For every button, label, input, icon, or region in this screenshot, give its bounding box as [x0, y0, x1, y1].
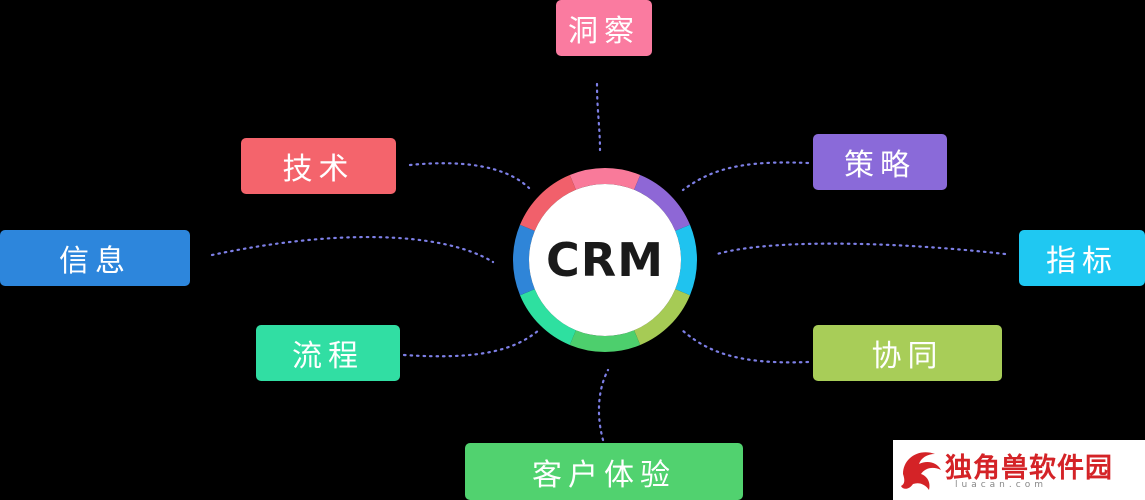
- hub-ring: [513, 168, 697, 352]
- hub-ring-segment: [675, 224, 697, 296]
- connector-celue: [681, 161, 810, 192]
- connector-dongcha: [595, 82, 602, 152]
- watermark-subtitle: luacan.com: [955, 480, 1047, 490]
- connector-xietong: [680, 328, 810, 364]
- watermark: 独角兽软件园 luacan.com: [893, 440, 1145, 500]
- hub-ring-segment: [513, 224, 535, 296]
- hub-label: CRM: [546, 233, 664, 287]
- node-kehutiyan: 客户体验: [465, 443, 743, 500]
- hub-ring-segment: [634, 289, 690, 345]
- hub-ring-segment: [569, 168, 641, 190]
- node-jishu: 技术: [241, 138, 396, 194]
- node-liucheng: 流程: [256, 325, 400, 381]
- hub-ring-segment: [634, 175, 690, 231]
- connector-zhibiao: [712, 242, 1007, 257]
- hub-ring-segment: [520, 289, 576, 345]
- watermark-title: 独角兽软件园: [945, 453, 1113, 484]
- hub-center: [529, 184, 681, 336]
- node-dongcha: 洞察: [556, 0, 652, 56]
- node-celue: 策略: [813, 134, 947, 190]
- dragon-logo-icon: [901, 452, 941, 490]
- node-xietong: 协同: [813, 325, 1002, 381]
- crm-hub: CRM: [509, 164, 701, 356]
- node-zhibiao: 指标: [1019, 230, 1145, 286]
- node-xinxi: 信息: [0, 230, 190, 286]
- connector-kehutiyan: [597, 368, 610, 442]
- hub-ring-segment: [569, 330, 641, 352]
- connector-liucheng: [402, 328, 541, 358]
- hub-ring-segment: [520, 175, 576, 231]
- connector-xinxi: [210, 235, 495, 264]
